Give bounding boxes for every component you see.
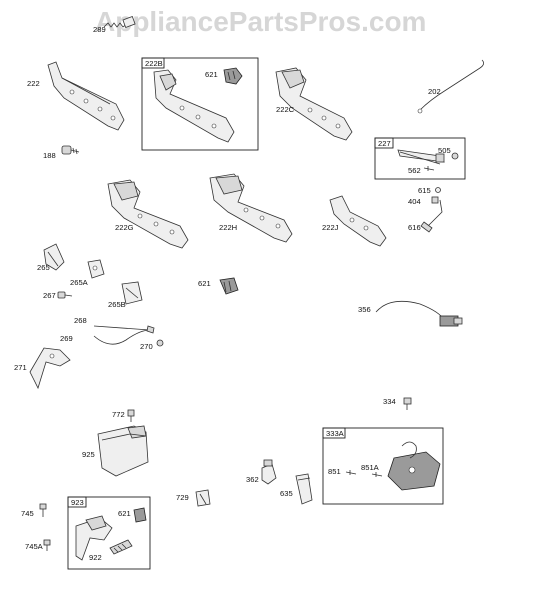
part-851A[interactable] — [371, 472, 383, 477]
part-616[interactable] — [420, 199, 443, 233]
part-271[interactable] — [29, 347, 71, 390]
callout-265B: 265B — [108, 300, 126, 309]
part-269[interactable] — [93, 325, 155, 345]
part-621-clip-b[interactable] — [219, 277, 239, 295]
watermark-text: AppliancePartsPros.com — [95, 6, 426, 37]
part-621-clip-c[interactable] — [133, 507, 147, 523]
part-267[interactable] — [57, 291, 73, 299]
part-925[interactable] — [97, 425, 149, 477]
callout-334: 334 — [383, 397, 396, 406]
callout-270: 270 — [140, 342, 153, 351]
callout-265A: 265A — [70, 278, 89, 287]
callout-923: 923 — [71, 498, 84, 507]
callout-922: 922 — [89, 553, 102, 562]
callout-621-b: 621 — [198, 279, 211, 288]
callout-729: 729 — [176, 493, 189, 502]
part-227-link[interactable] — [397, 149, 445, 165]
part-615[interactable] — [435, 187, 441, 193]
callout-188: 188 — [43, 151, 56, 160]
callout-404: 404 — [408, 197, 421, 206]
part-923-bracket[interactable] — [75, 515, 113, 561]
part-202[interactable] — [417, 59, 484, 114]
part-362[interactable] — [261, 459, 277, 485]
group-tag-333A — [322, 427, 346, 439]
part-922[interactable] — [109, 539, 133, 555]
callout-268: 268 — [74, 316, 87, 325]
part-265A[interactable] — [87, 259, 105, 279]
part-333A-module[interactable] — [387, 441, 441, 491]
part-270[interactable] — [156, 339, 164, 347]
part-562[interactable] — [423, 166, 435, 171]
group-tag-227 — [374, 137, 394, 149]
callout-267: 267 — [43, 291, 56, 300]
part-745A[interactable] — [43, 539, 51, 551]
callout-222C: 222C — [276, 105, 295, 114]
part-505[interactable] — [451, 152, 459, 160]
part-268[interactable] — [93, 325, 151, 331]
part-222[interactable] — [47, 61, 125, 131]
part-635[interactable] — [295, 473, 313, 505]
group-box-923 — [67, 496, 151, 570]
callout-222: 222 — [27, 79, 40, 88]
callout-222G: 222G — [115, 223, 134, 232]
callout-227: 227 — [378, 139, 391, 148]
part-188[interactable] — [61, 145, 80, 155]
part-356[interactable] — [375, 300, 463, 327]
callout-621-a: 621 — [205, 70, 218, 79]
callout-356: 356 — [358, 305, 371, 314]
part-621-clip-a[interactable] — [223, 67, 243, 85]
callout-505: 505 — [438, 146, 451, 155]
group-box-222B — [141, 57, 259, 151]
callout-222H: 222H — [219, 223, 237, 232]
part-222J[interactable] — [329, 195, 387, 247]
callout-222B: 222B — [145, 59, 163, 68]
part-265B[interactable] — [121, 281, 143, 305]
part-289[interactable] — [103, 16, 136, 28]
callout-615: 615 — [418, 186, 431, 195]
part-222G[interactable] — [107, 179, 189, 249]
callout-202: 202 — [428, 87, 441, 96]
part-265[interactable] — [43, 243, 65, 271]
callout-745: 745 — [21, 509, 34, 518]
callout-269: 269 — [60, 334, 73, 343]
group-box-333A — [322, 427, 444, 505]
callout-621-c: 621 — [118, 509, 131, 518]
group-box-227 — [374, 137, 466, 180]
callout-851: 851 — [328, 467, 341, 476]
callout-562: 562 — [408, 166, 421, 175]
part-745[interactable] — [39, 503, 47, 517]
callout-851A: 851A — [361, 463, 380, 472]
group-tag-923 — [67, 496, 87, 508]
callout-635: 635 — [280, 489, 293, 498]
part-851[interactable] — [345, 470, 357, 475]
part-729[interactable] — [195, 489, 211, 507]
part-334[interactable] — [403, 397, 412, 410]
part-222C[interactable] — [275, 67, 353, 141]
callout-222J: 222J — [322, 223, 339, 232]
callout-772: 772 — [112, 410, 125, 419]
callout-271: 271 — [14, 363, 27, 372]
part-222B[interactable] — [153, 69, 235, 143]
part-772[interactable] — [127, 409, 135, 422]
callout-925: 925 — [82, 450, 95, 459]
callout-265: 265 — [37, 263, 50, 272]
callout-333A: 333A — [326, 429, 345, 438]
callout-616: 616 — [408, 223, 421, 232]
callout-745A: 745A — [25, 542, 44, 551]
part-404[interactable] — [431, 196, 439, 204]
callout-289: 289 — [93, 25, 106, 34]
callout-362: 362 — [246, 475, 259, 484]
part-222H[interactable] — [209, 173, 293, 243]
watermark-logo: AppliancePartsPros.com — [95, 6, 426, 37]
group-tag-222B — [141, 57, 165, 69]
